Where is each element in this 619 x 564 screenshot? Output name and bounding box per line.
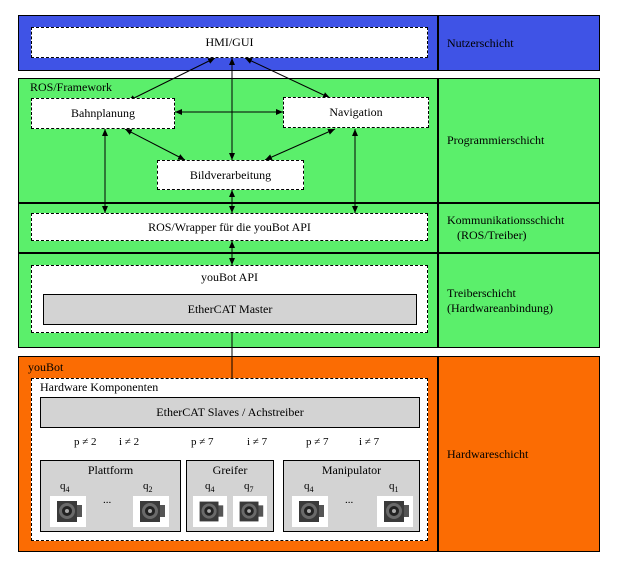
signal-i-7-greifer: i ≠ 7 bbox=[247, 436, 268, 448]
motor-icon bbox=[133, 496, 169, 527]
ethercat-master-box: EtherCAT Master bbox=[43, 294, 417, 325]
bahnplanung-text: Bahnplanung bbox=[71, 106, 135, 120]
signal-p-7-greifer: p ≠ 7 bbox=[191, 436, 214, 448]
youbot-caption: youBot bbox=[28, 360, 64, 374]
programmierschicht-label: Programmierschicht bbox=[438, 78, 600, 203]
plattform-motor-right-label: q2 bbox=[143, 480, 153, 495]
nutzerschicht-label: Nutzerschicht bbox=[438, 15, 600, 71]
greifer-text: Greifer bbox=[212, 463, 248, 477]
manipulator-motor-right-label: q1 bbox=[389, 480, 399, 495]
treiber-line2: (Hardwareanbindung) bbox=[447, 300, 553, 315]
manipulator-dots: ... bbox=[345, 494, 354, 506]
youbot-api-caption: youBot API bbox=[200, 270, 258, 284]
ros-wrapper-text: ROS/Wrapper für die youBot API bbox=[148, 219, 311, 234]
programmierschicht-text: Programmierschicht bbox=[447, 133, 545, 147]
youbot-api-box: youBot API EtherCAT Master bbox=[31, 265, 428, 333]
signal-p-2: p ≠ 2 bbox=[74, 436, 97, 448]
ethercat-master-text: EtherCAT Master bbox=[187, 302, 273, 316]
kommunikation-line2: (ROS/Treiber) bbox=[457, 228, 527, 242]
manipulator-motor-left-label: q4 bbox=[304, 480, 314, 495]
navigation-text: Navigation bbox=[329, 105, 383, 119]
navigation-box: Navigation bbox=[283, 97, 429, 128]
hardwareschicht-text: Hardwareschicht bbox=[447, 446, 529, 461]
manipulator-text: Manipulator bbox=[321, 463, 382, 477]
ros-wrapper-box: ROS/Wrapper für die youBot API bbox=[31, 213, 428, 241]
treiberschicht-label: Treiberschicht (Hardwareanbindung) bbox=[438, 253, 600, 348]
plattform-text: Plattform bbox=[87, 463, 134, 477]
kommunikationsschicht-label: Kommunikationsschicht (ROS/Treiber) bbox=[438, 203, 600, 253]
motor-icon bbox=[292, 496, 328, 527]
hardwareschicht-label: Hardwareschicht bbox=[438, 356, 600, 552]
ethercat-slaves-text: EtherCAT Slaves / Achstreiber bbox=[156, 405, 304, 419]
bildverarbeitung-box: Bildverarbeitung bbox=[157, 160, 304, 190]
motor-icon bbox=[233, 496, 267, 527]
ethercat-slaves-box: EtherCAT Slaves / Achstreiber bbox=[40, 397, 420, 428]
signal-p-7-manipulator: p ≠ 7 bbox=[306, 436, 329, 448]
greifer-motor-left-label: q4 bbox=[205, 480, 215, 495]
nutzerschicht-text: Nutzerschicht bbox=[447, 35, 514, 50]
kommunikation-line1: Kommunikationsschicht bbox=[447, 213, 565, 227]
motor-icon bbox=[193, 496, 227, 527]
hmi-gui-box: HMI/GUI bbox=[31, 27, 428, 58]
bahnplanung-box: Bahnplanung bbox=[31, 98, 175, 129]
plattform-motor-left-label: q4 bbox=[60, 480, 70, 495]
hardware-komponenten-caption: Hardware Komponenten bbox=[40, 380, 159, 394]
treiber-line1: Treiberschicht bbox=[447, 285, 516, 300]
signal-i-2: i ≠ 2 bbox=[119, 436, 140, 448]
ros-framework-caption: ROS/Framework bbox=[30, 80, 112, 94]
hmi-gui-text: HMI/GUI bbox=[205, 35, 254, 49]
greifer-motor-right-label: q7 bbox=[244, 480, 254, 495]
bildverarbeitung-text: Bildverarbeitung bbox=[189, 167, 272, 182]
motor-icon bbox=[377, 496, 413, 527]
signal-i-7-manipulator: i ≠ 7 bbox=[359, 436, 380, 448]
plattform-dots: ... bbox=[103, 494, 112, 506]
motor-icon bbox=[50, 496, 86, 527]
